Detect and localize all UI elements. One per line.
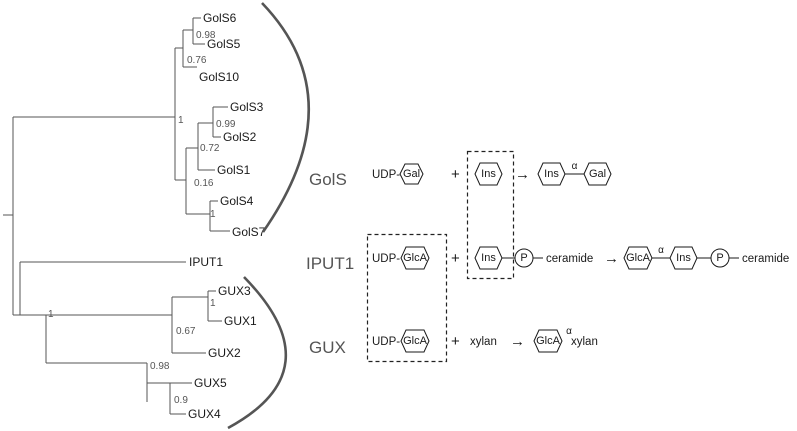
product-glca-label: GlcA bbox=[536, 335, 561, 347]
support-value: 0.99 bbox=[216, 119, 236, 130]
iput-reaction: UDP- GlcA + Ins P ceramide → GlcA α Ins … bbox=[372, 245, 789, 270]
leaf-label-gols6: GolS6 bbox=[203, 11, 237, 25]
gal-label: Gal bbox=[403, 168, 420, 180]
gols-clade-bracket bbox=[261, 2, 310, 233]
leaf-label-gols5: GolS5 bbox=[207, 37, 241, 51]
alpha-label: α bbox=[572, 161, 578, 172]
leaf-label-gols3: GolS3 bbox=[230, 100, 264, 114]
support-value: 1 bbox=[178, 115, 184, 126]
glca-label: GlcA bbox=[403, 252, 428, 264]
tree-support-values: 0.98 0.76 0.99 0.72 0.16 1 1 1 1 0.67 0.… bbox=[48, 30, 236, 406]
plus-sign: + bbox=[451, 250, 460, 267]
leaf-label-gux1: GUX1 bbox=[224, 314, 257, 328]
product-xylan-label: xylan bbox=[571, 336, 598, 348]
alpha-label: α bbox=[566, 326, 572, 337]
leaf-label-gols10: GolS10 bbox=[199, 70, 239, 84]
plus-sign: + bbox=[451, 166, 460, 183]
product-ins-label: Ins bbox=[544, 168, 559, 180]
ins-hexagon-icon bbox=[474, 162, 503, 186]
leaf-label-gux5: GUX5 bbox=[194, 376, 227, 390]
udp-prefix: UDP- bbox=[372, 169, 400, 181]
plus-sign: + bbox=[451, 333, 460, 350]
phosphate-label: P bbox=[520, 252, 527, 264]
group-label-gux: GUX bbox=[309, 338, 346, 357]
ceramide-label: ceramide bbox=[546, 253, 593, 265]
glca-hexagon-icon bbox=[400, 329, 430, 353]
leaf-label-gols1: GolS1 bbox=[217, 163, 251, 177]
leaf-label-gux4: GUX4 bbox=[188, 407, 221, 421]
support-value: 1 bbox=[210, 298, 216, 309]
glca-label: GlcA bbox=[403, 335, 428, 347]
product-phosphate-label: P bbox=[716, 252, 723, 264]
glca-hexagon-icon bbox=[533, 329, 563, 353]
udp-prefix: UDP- bbox=[372, 336, 400, 348]
udp-glca-highlight-box bbox=[366, 233, 448, 363]
reaction-arrow: → bbox=[604, 250, 619, 267]
udp-prefix: UDP- bbox=[372, 253, 400, 265]
gal-hexagon-icon bbox=[399, 163, 424, 185]
leaf-label-iput1: IPUT1 bbox=[189, 255, 223, 269]
product-gal-label: Gal bbox=[589, 168, 606, 180]
leaf-label-gux2: GUX2 bbox=[208, 346, 241, 360]
support-value: 0.67 bbox=[176, 326, 196, 337]
glca-hexagon-icon bbox=[400, 246, 430, 270]
leaf-label-gols2: GolS2 bbox=[223, 130, 257, 144]
product-glca-label: GlcA bbox=[626, 252, 651, 264]
ins-label: Ins bbox=[481, 252, 496, 264]
phylogenetic-tree bbox=[3, 17, 230, 415]
leaf-label-gols7: GolS7 bbox=[232, 225, 266, 239]
support-value: 1 bbox=[48, 309, 54, 320]
gux-reaction: UDP- GlcA + xylan → GlcA α xylan bbox=[372, 326, 598, 353]
reaction-arrow: → bbox=[510, 333, 525, 350]
group-label-gols: GolS bbox=[309, 170, 347, 189]
reaction-arrow: → bbox=[515, 166, 530, 183]
product-ins-label: Ins bbox=[676, 252, 691, 264]
support-value: 0.98 bbox=[150, 361, 170, 372]
support-value: 0.76 bbox=[187, 55, 207, 66]
ins-highlight-box bbox=[466, 150, 515, 280]
ins-label: Ins bbox=[481, 168, 496, 180]
gal-hexagon-icon bbox=[583, 162, 612, 186]
leaf-label-gux3: GUX3 bbox=[218, 284, 251, 298]
tree-leaf-labels: GolS6 GolS5 GolS10 GolS3 GolS2 GolS1 Gol… bbox=[188, 11, 266, 421]
support-value: 0.72 bbox=[200, 143, 220, 154]
support-value: 0.98 bbox=[196, 30, 216, 41]
alpha-label: α bbox=[658, 245, 664, 256]
support-value: 1 bbox=[210, 209, 216, 220]
gux-clade-bracket bbox=[227, 276, 288, 430]
xylan-label: xylan bbox=[470, 336, 497, 348]
support-value: 0.9 bbox=[174, 395, 188, 406]
support-value: 0.16 bbox=[194, 178, 214, 189]
gols-reaction: UDP- Gal + Ins → Ins α Gal bbox=[372, 161, 612, 186]
product-ceramide-label: ceramide bbox=[742, 253, 789, 265]
group-label-iput: IPUT1 bbox=[306, 254, 354, 273]
leaf-label-gols4: GolS4 bbox=[220, 194, 254, 208]
